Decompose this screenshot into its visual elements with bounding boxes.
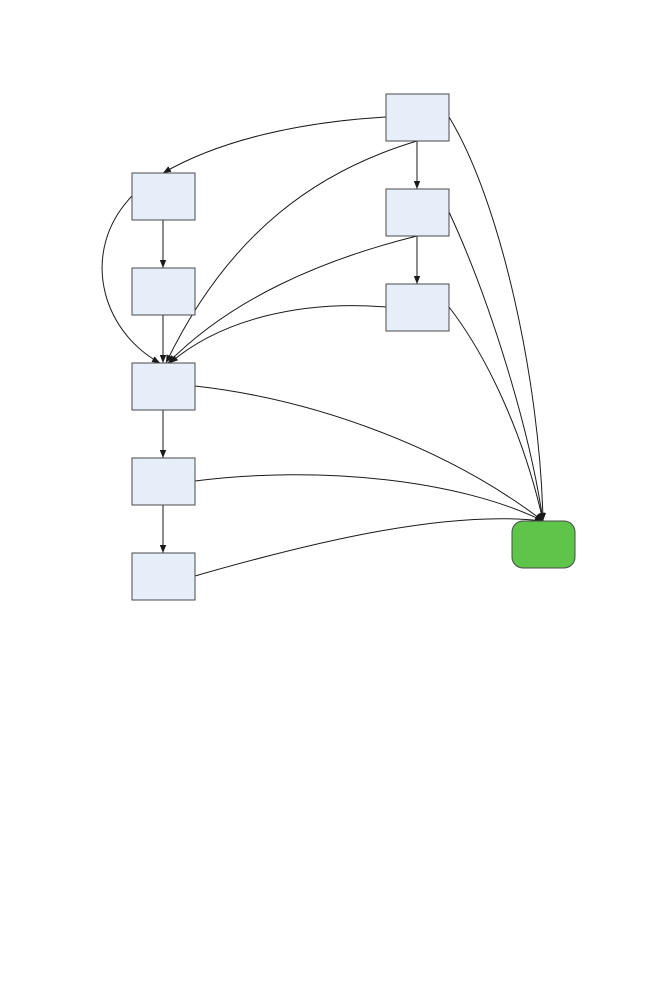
terminal-node-t: [511, 520, 576, 569]
edge-r1-to-l3: [165, 140, 418, 364]
process-node-l5: [131, 552, 196, 601]
edge-r1-to-t: [448, 116, 547, 522]
edge-l5-to-t: [194, 516, 544, 577]
edge-r3-to-t: [448, 306, 545, 522]
node-box: [131, 552, 196, 601]
edge-l3-to-t: [194, 385, 544, 522]
edge-r2-to-l3: [167, 235, 418, 364]
process-node-r3: [385, 283, 450, 332]
edges-layer: [101, 116, 547, 577]
node-box: [385, 93, 450, 142]
edge-l4-to-t: [194, 474, 544, 522]
node-box: [511, 520, 576, 569]
edge-l1-to-l3: [101, 195, 161, 364]
process-node-r2: [385, 188, 450, 237]
process-node-r1: [385, 93, 450, 142]
node-box: [131, 457, 196, 506]
edge-r3-to-l3: [169, 305, 387, 364]
node-box: [131, 362, 196, 411]
process-node-l2: [131, 267, 196, 316]
process-node-l3: [131, 362, 196, 411]
node-box: [131, 267, 196, 316]
edge-r2-to-t: [448, 211, 546, 522]
node-box: [385, 283, 450, 332]
nodes-layer: [131, 93, 576, 601]
edge-r1-to-l1: [162, 116, 387, 174]
node-box: [131, 172, 196, 221]
process-node-l4: [131, 457, 196, 506]
process-node-l1: [131, 172, 196, 221]
node-box: [385, 188, 450, 237]
